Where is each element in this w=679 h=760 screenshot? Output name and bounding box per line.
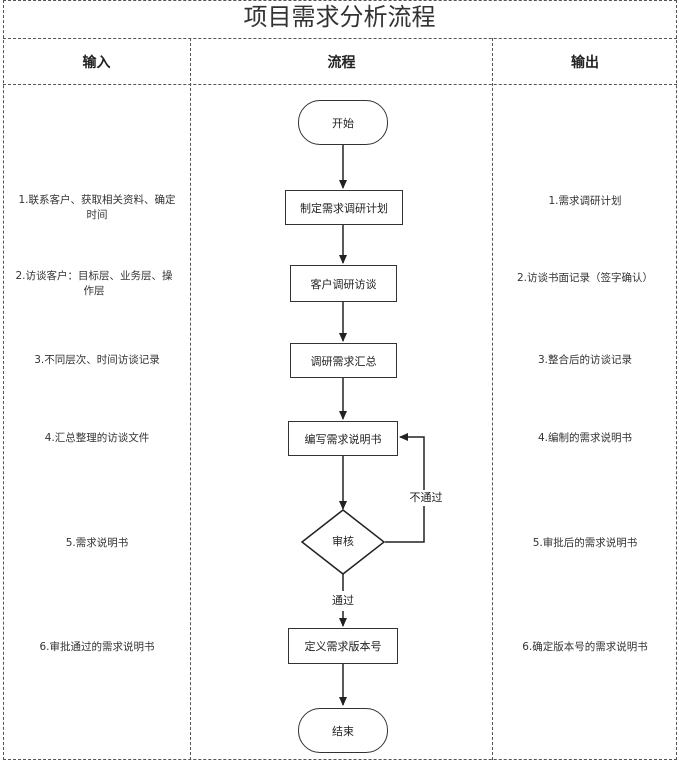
step-client-interview: 客户调研访谈 [290, 265, 397, 302]
start-node: 开始 [298, 100, 388, 145]
output-item-4: 4.编制的需求说明书 [537, 432, 633, 444]
output-item-1: 1.需求调研计划 [548, 195, 622, 207]
arrow-review-reject-loop [385, 433, 425, 543]
reject-label: 不通过 [404, 490, 448, 506]
process-column-header: 流程 [327, 55, 356, 71]
review-decision-diamond [300, 509, 386, 575]
output-item-2: 2.访谈书面记录（签字确认） [516, 272, 654, 284]
pass-label: 通过 [323, 593, 363, 609]
step-requirement-summary: 调研需求汇总 [290, 343, 397, 378]
input-item-6: 6.审批通过的需求说明书 [39, 641, 155, 653]
title-divider [3, 38, 677, 39]
header-divider [3, 84, 677, 85]
lane-divider-left [190, 38, 191, 760]
page-title: 项目需求分析流程 [243, 3, 436, 31]
step-write-spec: 编写需求说明书 [288, 421, 398, 456]
end-node: 结束 [298, 708, 388, 753]
output-item-3: 3.整合后的访谈记录 [537, 354, 633, 366]
step-plan-research: 制定需求调研计划 [285, 190, 403, 225]
output-column-header: 输出 [571, 55, 599, 71]
output-item-6: 6.确定版本号的需求说明书 [522, 641, 648, 653]
step-define-version: 定义需求版本号 [288, 628, 398, 664]
input-item-2: 2.访谈客户：目标层、业务层、操作层 [15, 270, 173, 297]
input-item-1: 1.联系客户、获取相关资料、确定时间 [18, 194, 176, 221]
input-item-4: 4.汇总整理的访谈文件 [44, 432, 150, 444]
lane-divider-right [492, 38, 493, 760]
input-item-3: 3.不同层次、时间访谈记录 [34, 354, 160, 366]
input-item-5: 5.需求说明书 [65, 537, 129, 549]
output-item-5: 5.审批后的需求说明书 [532, 537, 638, 549]
input-column-header: 输入 [82, 55, 111, 71]
review-decision-label: 审核 [332, 535, 354, 548]
